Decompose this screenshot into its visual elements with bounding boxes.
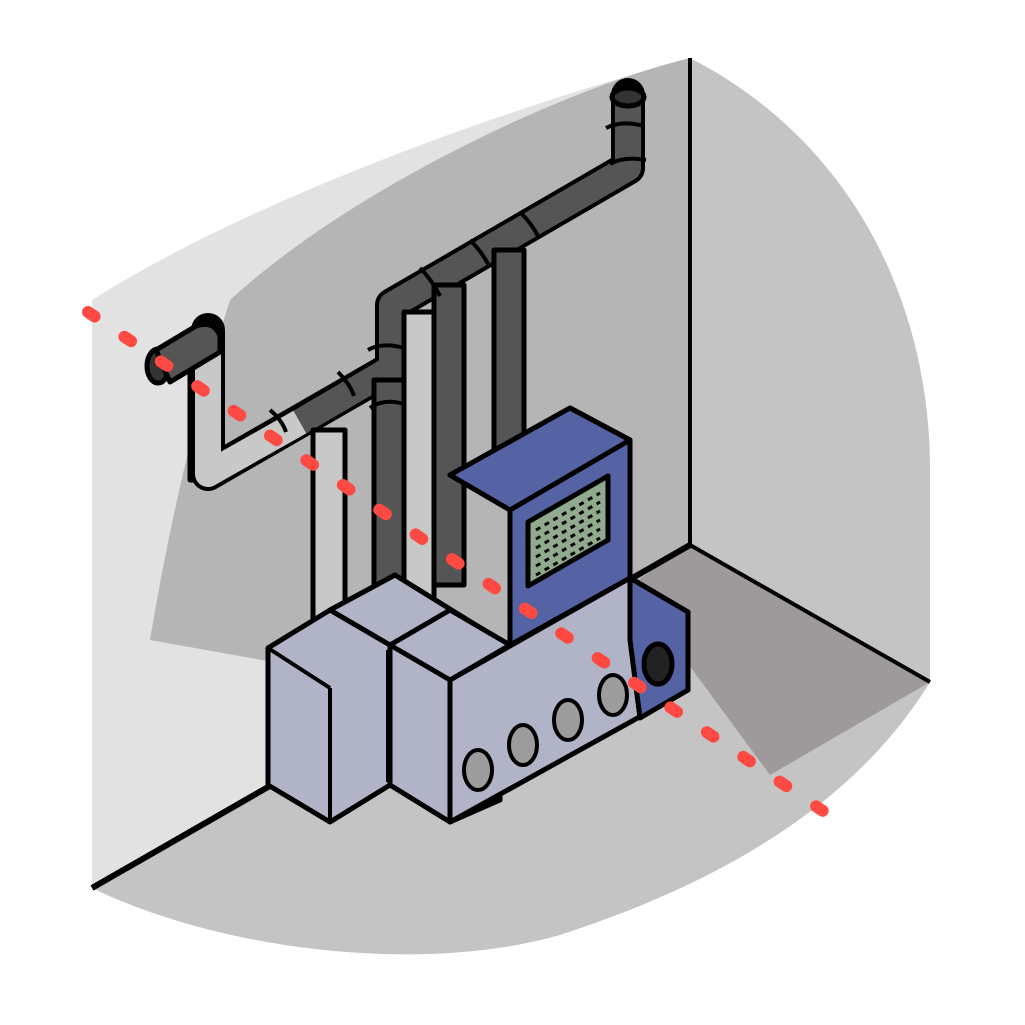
boiler-seam xyxy=(266,646,332,690)
grille-row xyxy=(535,491,601,532)
side-outlet xyxy=(641,641,675,687)
grille-row xyxy=(535,500,601,541)
grille-perforations xyxy=(535,491,601,577)
floor-shadow xyxy=(630,545,930,775)
chimney-cap xyxy=(609,85,647,109)
grille-row xyxy=(535,509,601,550)
light-pipe-right xyxy=(401,309,437,605)
grille-row xyxy=(535,536,601,577)
side-wall xyxy=(690,58,930,682)
main-pipe-fill xyxy=(293,95,641,434)
burner-port xyxy=(597,673,629,717)
control-box-top xyxy=(447,405,633,513)
burner-port xyxy=(462,748,494,792)
grille-row xyxy=(535,527,601,568)
burner-ports xyxy=(462,673,629,792)
boiler-unit xyxy=(265,405,691,825)
pipe-joints xyxy=(268,121,647,433)
grille-row xyxy=(535,518,601,559)
floor-right-edge xyxy=(689,543,931,684)
burner-port xyxy=(507,723,539,767)
vertical-pipe-center xyxy=(431,282,467,588)
burner-port xyxy=(552,698,584,742)
